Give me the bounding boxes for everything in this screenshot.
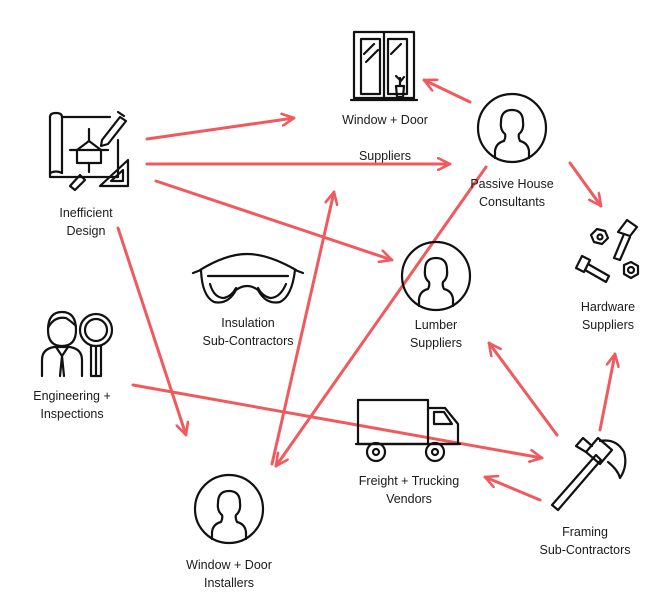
label-window-door-suppliers-line2: Suppliers (358, 149, 412, 163)
label-engineering-inspections: Engineering + Inspections (22, 387, 122, 423)
label-freight-line2: Vendors (386, 492, 432, 506)
label-framing-subcontractors: Framing Sub-Contractors (525, 523, 645, 559)
person-icon-lumber (400, 240, 472, 312)
arrow-framing-to-hardware (598, 352, 615, 432)
label-window-door-suppliers-line1: Window + Door (342, 113, 428, 127)
inspector-icon (40, 310, 114, 378)
label-engineering-line1: Engineering + (33, 389, 111, 403)
label-hardware-line1: Hardware (580, 300, 636, 314)
arrow-passive-house-to-window-suppliers (422, 80, 472, 104)
label-inefficient-design-line2: Design (66, 224, 106, 238)
window-icon (349, 30, 419, 102)
truck-icon (354, 398, 462, 463)
nuts-bolts-icon (574, 218, 640, 284)
arrow-design-to-lumber (154, 179, 394, 260)
label-framing-line2: Sub-Contractors (539, 543, 631, 557)
arrow-design-to-installers (116, 226, 186, 437)
label-insulation-line2: Sub-Contractors (202, 334, 294, 348)
label-insulation-subcontractors: Insulation Sub-Contractors (188, 314, 308, 350)
label-insulation-line1: Insulation (221, 316, 275, 330)
hammer-icon (550, 436, 627, 512)
label-installers-line1: Window + Door (186, 558, 272, 572)
label-hardware-suppliers: Hardware Suppliers (562, 298, 654, 334)
label-lumber-suppliers: Lumber Suppliers (390, 316, 482, 352)
safety-goggles-icon (191, 252, 305, 304)
label-passive-house-line2: Consultants (478, 195, 545, 209)
label-installers-line2: Installers (203, 576, 255, 590)
label-freight-trucking-vendors: Freight + Trucking Vendors (344, 472, 474, 508)
arrow-passive-house-to-hardware (568, 161, 603, 208)
label-engineering-line2: Inspections (40, 407, 104, 421)
label-inefficient-design: Inefficient Design (40, 204, 132, 240)
label-lumber-line1: Lumber (414, 318, 458, 332)
arrow-framing-to-freight (483, 477, 542, 502)
label-inefficient-design-line1: Inefficient (59, 206, 113, 220)
person-icon-installers (193, 473, 265, 545)
label-window-door-installers: Window + Door Installers (173, 556, 285, 592)
label-lumber-line2: Suppliers (409, 336, 463, 350)
label-framing-line1: Framing (562, 525, 608, 539)
person-icon-passive-house (476, 92, 548, 164)
label-hardware-line2: Suppliers (581, 318, 635, 332)
blueprint-icon (48, 110, 130, 192)
label-freight-line1: Freight + Trucking (358, 474, 460, 488)
label-window-door-suppliers: Window + Door Suppliers (330, 111, 440, 165)
arrow-engineering-to-framing (131, 383, 544, 458)
arrow-framing-to-lumber (487, 341, 559, 437)
arrow-installers-to-window-suppliers (270, 190, 334, 466)
label-passive-house-line1: Passive House (470, 177, 554, 191)
arrow-design-to-window-suppliers (145, 118, 296, 141)
label-passive-house-consultants: Passive House Consultants (458, 175, 566, 211)
